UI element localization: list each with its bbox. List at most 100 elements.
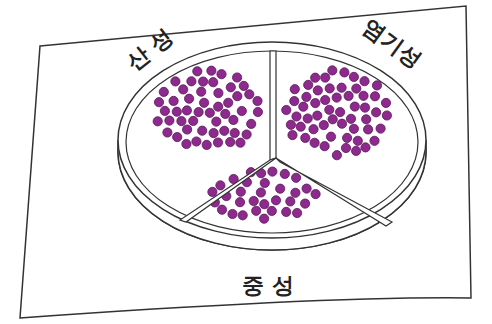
particle-dot [290, 85, 299, 94]
particle-dot [256, 188, 265, 197]
particle-dot [325, 84, 334, 93]
particle-dot [214, 89, 223, 98]
particle-dot [205, 108, 214, 117]
divider [180, 158, 276, 222]
particle-dot [252, 206, 261, 215]
particle-dot [381, 98, 390, 107]
particle-dot [311, 99, 320, 108]
particle-dot [172, 107, 181, 116]
particle-dot [332, 93, 341, 102]
particle-dot [242, 130, 251, 139]
particle-dot [229, 115, 238, 124]
particle-dot [192, 137, 201, 146]
particle-dot [202, 140, 211, 149]
particle-dot [299, 102, 308, 111]
particle-dot [344, 91, 353, 100]
particle-dot [193, 67, 202, 76]
particle-dot [238, 211, 247, 220]
particle-dot [253, 96, 262, 105]
particle-dot [282, 105, 291, 114]
particle-dot [343, 133, 352, 142]
particle-dot [194, 108, 203, 117]
particle-dot [292, 112, 301, 121]
divider [276, 158, 392, 226]
particle-dot [239, 81, 248, 90]
dish-inner-rim [126, 51, 418, 233]
particle-dot [247, 119, 256, 128]
particle-dot [341, 143, 350, 152]
particle-dot [353, 136, 362, 145]
particle-dot [340, 68, 349, 77]
particle-dot [372, 108, 381, 117]
particle-dot [159, 87, 168, 96]
particle-dot [233, 73, 242, 82]
particle-dot [207, 66, 216, 75]
particle-dot [286, 120, 295, 129]
particle-dot [349, 72, 358, 81]
particle-dot [349, 124, 358, 133]
particle-dot [360, 77, 369, 86]
particle-dot [153, 117, 162, 126]
particle-dot [280, 169, 289, 178]
particle-dot [200, 98, 209, 107]
particle-dot [370, 136, 379, 145]
particle-dot [268, 167, 277, 176]
particle-dot [332, 151, 341, 160]
dish-rim [118, 42, 426, 238]
particle-dot [209, 78, 218, 87]
particle-dot [304, 80, 313, 89]
particle-dot [303, 114, 312, 123]
particle-dot [311, 190, 320, 199]
particle-dot [288, 131, 297, 140]
particle-dot [313, 86, 322, 95]
particle-dot [182, 139, 191, 148]
particle-dot [376, 124, 385, 133]
particle-dot [220, 126, 229, 135]
particle-dot [372, 81, 381, 90]
particle-dot [209, 129, 218, 138]
particle-dot [282, 207, 291, 216]
particle-dot [364, 125, 373, 134]
particle-dot [237, 106, 246, 115]
particle-dot [328, 66, 337, 75]
particle-dot [177, 117, 186, 126]
particle-dot [245, 90, 254, 99]
particle-dot [212, 117, 221, 126]
particle-dot [302, 92, 311, 101]
particle-dot [187, 77, 196, 86]
paper-sheet [20, 6, 471, 318]
particle-dot [286, 197, 295, 206]
particle-dot [260, 200, 269, 209]
particle-dot [313, 111, 322, 120]
particle-dot [236, 187, 245, 196]
particle-dot [310, 138, 319, 147]
particle-dot [352, 146, 361, 155]
particle-dot [362, 115, 371, 124]
particle-dot [321, 73, 330, 82]
particle-dot [183, 125, 192, 134]
particle-dot [235, 198, 244, 207]
particle-dot [296, 122, 305, 131]
particle-dot [290, 97, 299, 106]
particle-dot [260, 214, 269, 223]
particle-dot [228, 209, 237, 218]
particle-dot [198, 126, 207, 135]
particle-dot [208, 187, 217, 196]
particle-dot [350, 102, 359, 111]
particle-dot [182, 106, 191, 115]
particle-dot [165, 116, 174, 125]
particle-dot [160, 106, 169, 115]
particle-dot [163, 128, 172, 137]
particle-dot [179, 85, 188, 94]
particle-dot [189, 116, 198, 125]
particle-dot [216, 181, 225, 190]
particle-dot [185, 94, 194, 103]
particle-dot [224, 98, 233, 107]
particle-dot [337, 119, 346, 128]
particle-dot [311, 73, 320, 82]
particle-dot [217, 205, 226, 214]
particle-dot [301, 133, 310, 142]
particle-dot [236, 138, 245, 147]
particle-dot [197, 87, 206, 96]
